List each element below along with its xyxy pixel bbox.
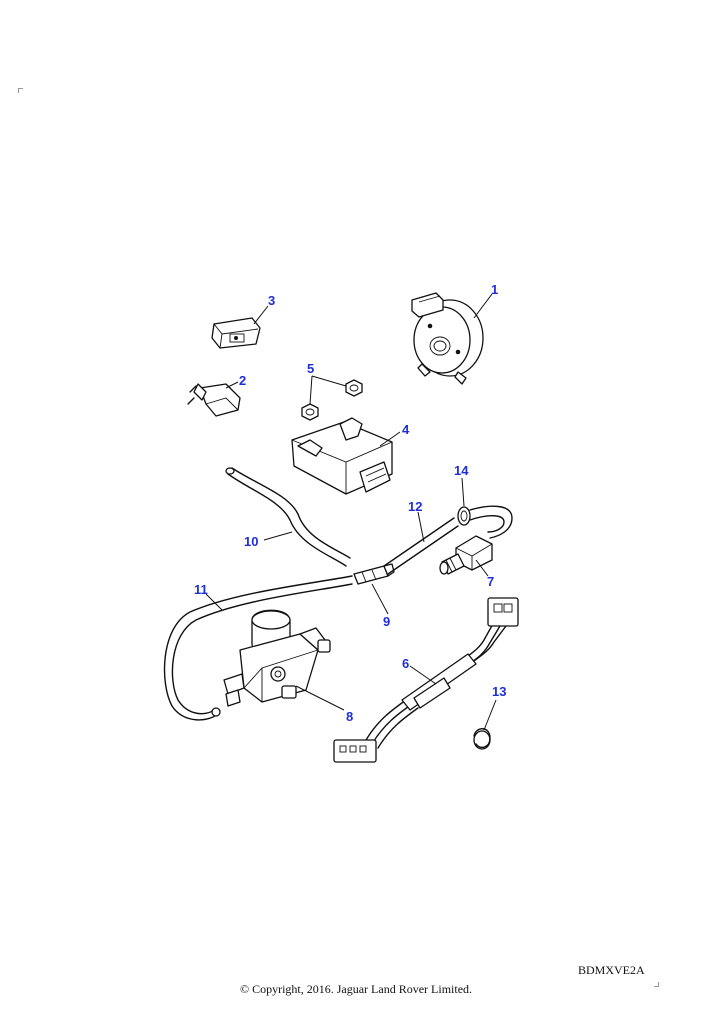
part-1-rotary-coupler [411,292,484,385]
part-3-switch [211,317,261,349]
callout-8: 8 [346,709,353,724]
part-7-sensor [439,535,493,575]
leader-lines [205,293,497,731]
copyright-notice: © Copyright, 2016. Jaguar Land Rover Lim… [239,982,473,996]
callout-14: 14 [454,463,469,478]
callout-9: 9 [383,614,390,629]
callout-7: 7 [487,574,494,589]
callout-labels: 1 2 3 4 5 6 7 8 9 10 11 12 13 14 [194,282,506,724]
part-11-hose [163,575,353,721]
callout-4: 4 [402,422,410,437]
part-8-valve-assembly [223,609,331,707]
callout-11: 11 [194,582,208,597]
callout-1: 1 [491,282,498,297]
part-9-connector [353,563,395,585]
callout-10: 10 [244,534,258,549]
callout-13: 13 [492,684,506,699]
callout-12: 12 [408,499,422,514]
crop-mark-top-left [18,88,23,93]
crop-mark-bottom-right [654,982,659,987]
part-12-hose [383,517,459,575]
drawing-code: BDMXVE2A [578,963,645,977]
callout-2: 2 [239,373,246,388]
part-14-grommet [457,505,513,539]
part-4-control-module [291,417,393,495]
part-6-harness [333,597,519,763]
part-10-hose [225,467,351,567]
part-2-switch-plug [187,383,241,417]
callout-5: 5 [307,361,314,376]
callout-6: 6 [402,656,409,671]
part-13-clip [473,728,491,750]
callout-3: 3 [268,293,275,308]
